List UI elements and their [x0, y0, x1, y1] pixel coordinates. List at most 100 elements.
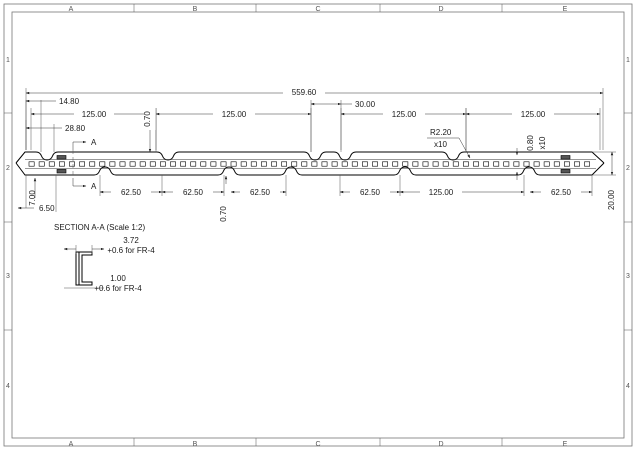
rail-slot — [351, 161, 358, 167]
section-detail-view: SECTION A-A (Scale 1:2) 3.72 +0.6 for FR… — [54, 223, 155, 293]
dim-30-00: 30.00 — [310, 100, 376, 152]
zone-label-bottom-a: A — [69, 441, 74, 448]
zone-label-bottom-e: E — [563, 441, 568, 448]
dim-label-bottom-6250-4: 62.50 — [360, 188, 381, 197]
dim-6-50: 6.50 — [17, 175, 57, 213]
rail-slot — [422, 161, 429, 167]
row-label-left-4: 4 — [6, 383, 10, 390]
rail-slot — [79, 161, 85, 167]
dim-label-bottom-6250-5: 62.50 — [551, 188, 572, 197]
zone-label-top-d: D — [438, 6, 443, 13]
rail-slot — [361, 161, 368, 167]
rail-slot — [291, 161, 298, 167]
row-label-left-2: 2 — [6, 165, 10, 172]
rail-slot — [493, 161, 500, 167]
dim-bottom-6250-5: 62.50 — [529, 175, 593, 197]
rail-slot — [523, 161, 530, 167]
rail-slot — [553, 161, 560, 167]
zone-ticks-top — [133, 4, 503, 12]
dim-label-top-125-first: 125.00 — [82, 110, 107, 119]
dim-top-0-70: 0.70 — [143, 108, 156, 153]
rail-slot — [99, 161, 106, 167]
rail-slot — [200, 161, 207, 167]
rail-slot — [129, 161, 136, 167]
rail-slot — [119, 161, 126, 167]
dim-label-30-00: 30.00 — [355, 100, 376, 109]
dim-label-overall-height: 20.00 — [607, 189, 616, 210]
zone-label-top-a: A — [69, 6, 74, 13]
rail-slot — [341, 161, 348, 167]
dim-bottom-6250-2: 62.50 — [161, 175, 225, 197]
rail-slot — [180, 161, 186, 167]
rail-slot — [543, 161, 550, 167]
rail-slot — [48, 161, 55, 167]
rail-slot — [250, 161, 257, 167]
dim-label-bottom-6250-3: 62.50 — [250, 188, 271, 197]
note-section-thickness-tol: +0.6 for FR-4 — [94, 284, 142, 293]
section-profile — [75, 251, 93, 286]
callout-label-080: 0.80 — [526, 135, 535, 151]
dim-label-28-80: 28.80 — [65, 124, 86, 133]
row-label-right-1: 1 — [626, 57, 630, 64]
rail-slot — [38, 161, 45, 167]
rail-slot — [584, 161, 590, 167]
dim-label-section-thickness: 1.00 — [110, 274, 126, 283]
rail-slot — [513, 161, 520, 167]
section-marker-label-bottom: A — [91, 182, 97, 191]
rail-slot — [574, 161, 580, 167]
rail-slot — [533, 161, 540, 167]
rail-slot — [170, 161, 176, 167]
rail-slot — [281, 161, 287, 167]
dim-bottom-125: 125.00 — [399, 175, 525, 197]
zone-label-top-c: C — [315, 6, 320, 13]
callout-qty-080: x10 — [538, 136, 547, 149]
rail-part-outline — [15, 151, 605, 176]
rail-slot — [473, 161, 479, 167]
dim-label-top-125-third: 125.00 — [392, 110, 417, 119]
dim-top-125-second: 125.00 — [155, 107, 312, 152]
rail-slot — [240, 161, 247, 167]
dim-label-bottom-6250-2: 62.50 — [183, 188, 204, 197]
rail-slot — [109, 161, 116, 167]
mounting-pads — [56, 155, 571, 174]
rail-slot — [462, 161, 469, 167]
zone-label-bottom-c: C — [315, 441, 320, 448]
rail-slot — [452, 161, 459, 167]
dim-label-section-width: 3.72 — [123, 236, 139, 245]
dim-label-6-50: 6.50 — [39, 204, 55, 213]
rail-slot — [412, 161, 419, 167]
callout-label-r220: R2.20 — [430, 128, 452, 137]
rail-slot — [28, 161, 35, 167]
dim-label-top-125-fourth: 125.00 — [521, 110, 546, 119]
rail-slot — [271, 161, 277, 167]
note-section-width-tol: +0.6 for FR-4 — [107, 246, 155, 255]
row-ticks-right — [624, 112, 632, 331]
rail-slot — [301, 161, 308, 167]
rail-slot — [483, 161, 489, 167]
dim-28-80: 28.80 — [25, 120, 86, 152]
rail-slot — [503, 161, 510, 167]
rail-slot — [432, 161, 439, 167]
zone-label-top-e: E — [563, 6, 568, 13]
callout-slot-width: 0.80 x10 — [515, 135, 547, 180]
rail-slot — [210, 161, 217, 167]
dim-label-14-80: 14.80 — [59, 97, 80, 106]
rail-slot — [321, 161, 328, 167]
dim-label-overall-length: 559.60 — [292, 88, 317, 97]
rail-slot — [392, 161, 399, 167]
row-label-left-3: 3 — [6, 273, 10, 280]
rail-slot — [372, 161, 378, 167]
dim-label-top-125-second: 125.00 — [222, 110, 247, 119]
zone-label-bottom-d: D — [438, 441, 443, 448]
rail-slot — [149, 161, 156, 167]
zone-ticks-bottom — [133, 438, 503, 446]
rail-slot — [220, 161, 227, 167]
section-cut-marker-bottom: A — [72, 178, 97, 191]
dim-overall-height: 20.00 — [592, 151, 616, 210]
dim-label-top-0-70: 0.70 — [143, 111, 152, 127]
dim-label-7-00: 7.00 — [28, 190, 37, 206]
rail-slot — [311, 161, 318, 167]
section-cut-marker-top: A — [72, 138, 97, 150]
